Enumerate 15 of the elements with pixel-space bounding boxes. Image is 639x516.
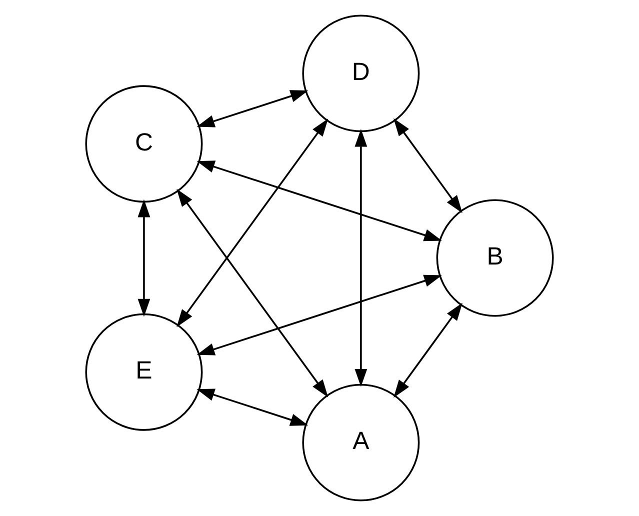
node-circle: B	[436, 199, 554, 317]
arrow	[196, 274, 442, 356]
arrow	[354, 128, 368, 387]
arrow	[393, 118, 462, 214]
node-circle: D	[302, 14, 420, 132]
node-circle: C	[85, 85, 203, 203]
node-circle: A	[302, 384, 420, 502]
node-circle: E	[85, 313, 203, 431]
arrow	[196, 160, 442, 242]
arrow	[196, 90, 308, 128]
arrow	[176, 118, 328, 328]
arrow	[394, 302, 462, 398]
arrow	[138, 199, 150, 317]
arrow	[176, 188, 328, 398]
arrow	[196, 388, 308, 426]
